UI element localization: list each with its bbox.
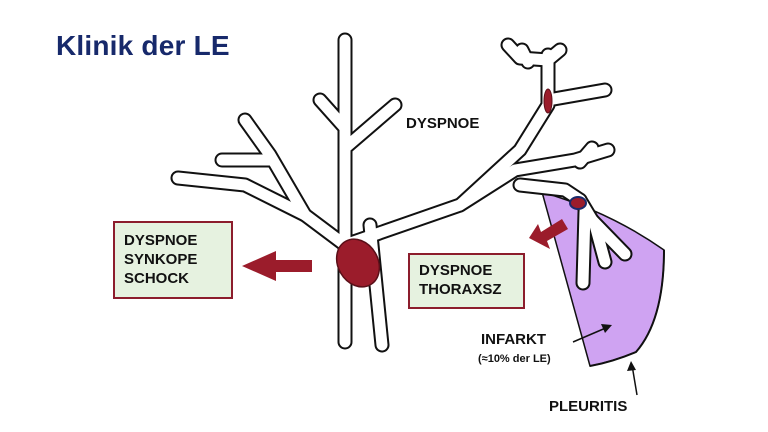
pleuritis-pointer-head <box>627 361 636 371</box>
page-title: Klinik der LE <box>56 30 230 61</box>
upper-embolus <box>543 88 553 114</box>
infarct-embolus <box>569 196 587 210</box>
infarkt-pointer-head <box>601 324 612 333</box>
pleuritis-label: PLEURITIS <box>549 398 628 415</box>
infarkt-note: (≈10% der LE) <box>478 353 551 365</box>
symptom-synkope: SYNKOPE <box>124 251 198 268</box>
arrow-left-small <box>529 219 568 249</box>
symptom-thoraxsz: THORAXSZ <box>419 281 502 298</box>
central-symptoms-box: DYSPNOE SYNKOPE SCHOCK <box>113 221 233 299</box>
pleura-line <box>589 249 665 367</box>
symptom-dyspnoe: DYSPNOE <box>124 232 198 249</box>
infarkt-label: INFARKT <box>481 331 546 348</box>
arrow-left-large <box>242 251 312 281</box>
dyspnoe-label: DYSPNOE <box>406 115 480 132</box>
infarkt-pointer <box>572 326 609 343</box>
symptom-dyspnoe-peripheral: DYSPNOE <box>419 262 493 279</box>
central-embolus <box>335 238 381 288</box>
symptom-schock: SCHOCK <box>124 270 190 287</box>
peripheral-symptoms-box: DYSPNOE THORAXSZ <box>408 253 525 309</box>
